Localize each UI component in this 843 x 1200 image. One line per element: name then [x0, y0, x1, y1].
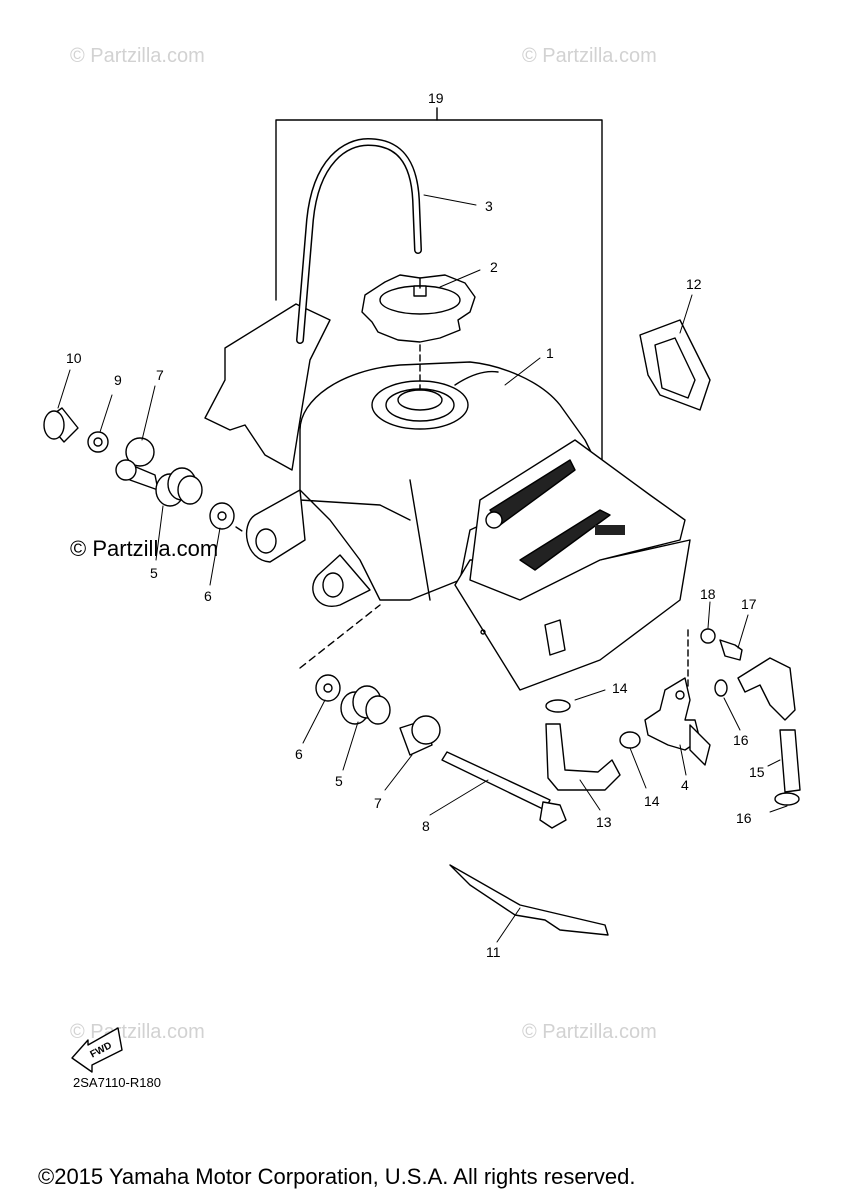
watermark-top-right: © Partzilla.com [522, 45, 657, 67]
callout-9: 9 [114, 372, 122, 388]
callout-18: 18 [700, 586, 716, 602]
callout-6-upper: 6 [204, 588, 212, 604]
part-code: 2SA7110-R180 [73, 1075, 161, 1090]
callout-14-lower: 14 [644, 793, 660, 809]
callout-16-upper: 16 [733, 732, 749, 748]
washer-18 [700, 628, 716, 644]
clamp-16-upper [714, 679, 728, 697]
callout-5-lower: 5 [335, 773, 343, 789]
callout-17: 17 [741, 596, 757, 612]
clamp-14-upper [545, 699, 571, 713]
collar-7-upper [115, 437, 159, 491]
watermark-top-left: © Partzilla.com [70, 45, 205, 67]
watermark-bottom-right: © Partzilla.com [522, 1021, 657, 1043]
callout-3: 3 [485, 198, 493, 214]
fuel-cock [644, 629, 711, 766]
gasket-plate [639, 319, 711, 411]
clamp-14-lower [619, 731, 641, 749]
callout-16-lower: 16 [736, 810, 752, 826]
breather-hose-inner [297, 139, 421, 343]
pad-11 [449, 864, 609, 936]
tank-graphic-decal [469, 439, 686, 601]
assembly-bracket-19 [275, 107, 603, 471]
callout-14-upper: 14 [612, 680, 628, 696]
callout-1: 1 [546, 345, 554, 361]
callout-4: 4 [681, 777, 689, 793]
watermark-bottom-left: © Partzilla.com [70, 1021, 205, 1043]
fuel-cap [361, 274, 476, 343]
fwd-arrow-icon [71, 1027, 123, 1073]
callout-7-upper: 7 [156, 367, 164, 383]
damper-5-upper [155, 467, 203, 507]
callout-15: 15 [749, 764, 765, 780]
callout-10: 10 [66, 350, 82, 366]
damper-5-lower [340, 685, 391, 725]
washer-6-upper [209, 502, 235, 530]
callout-6-lower: 6 [295, 746, 303, 762]
callout-12: 12 [686, 276, 702, 292]
copyright-notice: ©2015 Yamaha Motor Corporation, U.S.A. A… [38, 1164, 636, 1189]
clamp-16-lower [774, 792, 800, 806]
cap-nut-10 [43, 407, 79, 443]
decal-left [204, 303, 331, 471]
callout-13: 13 [596, 814, 612, 830]
callout-labels: 19 3 2 1 12 10 9 7 5 6 6 5 7 8 14 13 14 … [66, 90, 765, 960]
washer-6-lower [315, 674, 341, 702]
callout-11: 11 [486, 944, 501, 960]
collar-7-lower [399, 715, 441, 756]
bolt-8 [441, 751, 567, 829]
screw-17 [719, 639, 743, 661]
callout-5-upper: 5 [150, 565, 158, 581]
watermark-middle-left: © Partzilla.com [70, 536, 218, 561]
hose-15 [737, 657, 796, 721]
callout-8: 8 [422, 818, 430, 834]
hose-13 [545, 723, 621, 791]
callout-7-lower: 7 [374, 795, 382, 811]
callout-19: 19 [428, 90, 444, 106]
leader-lines [57, 194, 788, 943]
callout-2: 2 [490, 259, 498, 275]
nut-9 [87, 431, 109, 453]
